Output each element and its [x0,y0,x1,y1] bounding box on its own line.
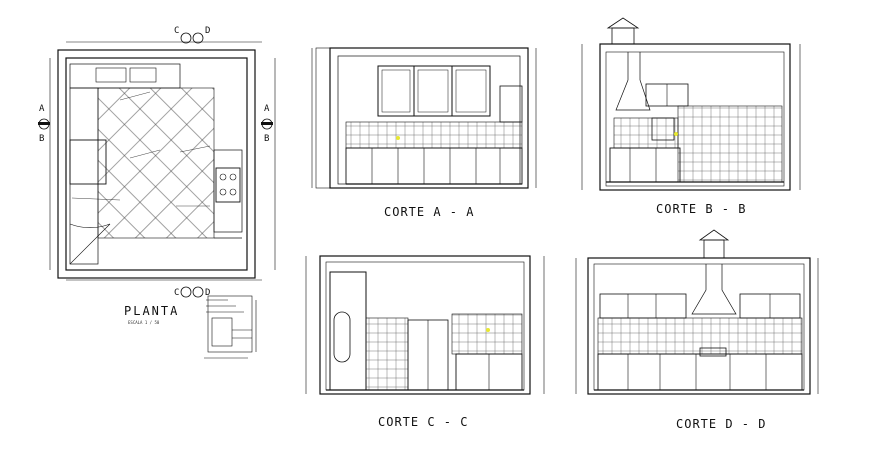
section-d-d [575,229,819,395]
section-marker-b-right: B [264,134,271,144]
section-marker-d-bottom: D [205,288,212,298]
section-c-c-title: CORTE C - C [378,415,469,429]
section-marker-b-left: B [39,134,46,144]
section-a-a-title: CORTE A - A [384,205,475,219]
plan-scale: ESCALA 1 / 50 [128,320,160,325]
stair-detail [204,295,257,359]
section-c-c [305,255,545,395]
section-b-b [581,17,801,191]
section-marker-d-top: D [205,26,212,36]
section-marker-a-left: A [39,104,46,114]
section-d-d-title: CORTE D - D [676,417,767,431]
section-marker-a-right: A [264,104,271,114]
section-a-a [311,47,537,189]
plan-title: PLANTA [124,304,180,318]
section-marker-c-bottom: C [174,288,181,298]
floor-plan [38,32,276,298]
section-marker-c-top: C [174,26,181,36]
section-b-b-title: CORTE B - B [656,202,747,216]
